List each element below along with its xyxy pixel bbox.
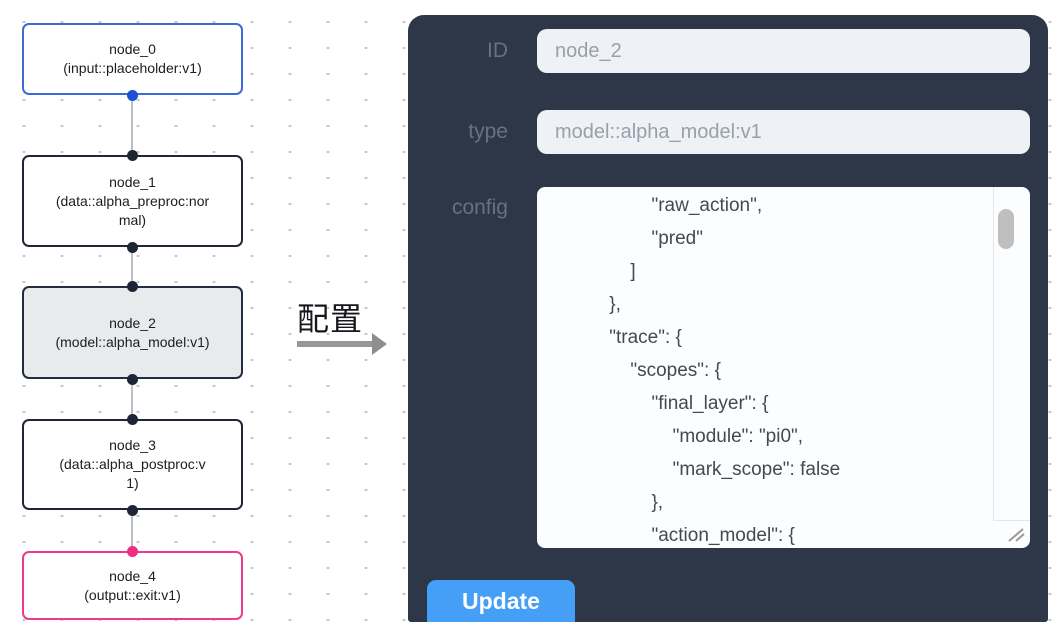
input-port-node4[interactable] — [127, 546, 138, 557]
edge-node1-node2 — [131, 247, 133, 286]
right-arrow-icon — [297, 341, 373, 347]
node-subtitle: (model::alpha_model:v1) — [55, 333, 210, 350]
output-port-node2[interactable] — [127, 374, 138, 385]
output-port-node1[interactable] — [127, 242, 138, 253]
node-subtitle: (data::alpha_preproc:normal) — [55, 192, 210, 228]
edge-node0-node1 — [131, 95, 133, 155]
node-title: node_1 — [109, 173, 156, 190]
node-subtitle: (data::alpha_postproc:v1) — [59, 456, 206, 491]
node-subtitle: (input::placeholder:v1) — [63, 60, 202, 76]
configure-transition-label: 配置 — [297, 301, 364, 337]
input-port-node2[interactable] — [127, 281, 138, 292]
type-input[interactable] — [537, 110, 1030, 154]
output-port-node0[interactable] — [127, 90, 138, 101]
node-title: node_0 — [109, 41, 156, 57]
edge-node3-node4 — [131, 510, 133, 551]
type-field-label: type — [468, 120, 508, 143]
config-scrollbar-corner — [993, 520, 1030, 521]
update-button[interactable]: Update — [427, 580, 575, 622]
node-title: node_2 — [109, 314, 156, 331]
node-subtitle: (output::exit:v1) — [84, 586, 181, 603]
config-textarea[interactable]: "raw_action", "pred" ] }, "trace": { "sc… — [537, 187, 1030, 548]
resize-handle-icon[interactable] — [1005, 525, 1027, 543]
node-title: node_3 — [109, 437, 156, 453]
graph-node-input[interactable]: node_0 (input::placeholder:v1) — [22, 23, 243, 95]
input-port-node1[interactable] — [127, 150, 138, 161]
right-arrow-head-icon — [372, 333, 387, 355]
node-title: node_4 — [109, 567, 156, 584]
id-input[interactable] — [537, 29, 1030, 73]
config-scrollbar-track[interactable] — [993, 187, 994, 520]
graph-node-output[interactable]: node_4 (output::exit:v1) — [22, 551, 243, 620]
output-port-node3[interactable] — [127, 505, 138, 516]
config-scrollbar-thumb[interactable] — [998, 209, 1014, 249]
graph-node-preproc[interactable]: node_1 (data::alpha_preproc:normal) — [22, 155, 243, 247]
config-json-text[interactable]: "raw_action", "pred" ] }, "trace": { "sc… — [609, 195, 841, 546]
id-field-label: ID — [487, 39, 508, 62]
config-field-label: config — [451, 196, 508, 219]
edge-node2-node3 — [131, 379, 133, 419]
input-port-node3[interactable] — [127, 414, 138, 425]
graph-node-postproc[interactable]: node_3 (data::alpha_postproc:v1) — [22, 419, 243, 510]
node-config-panel: ID type config "raw_action", "pred" ] },… — [408, 15, 1048, 622]
graph-node-model-selected[interactable]: node_2 (model::alpha_model:v1) — [22, 286, 243, 379]
